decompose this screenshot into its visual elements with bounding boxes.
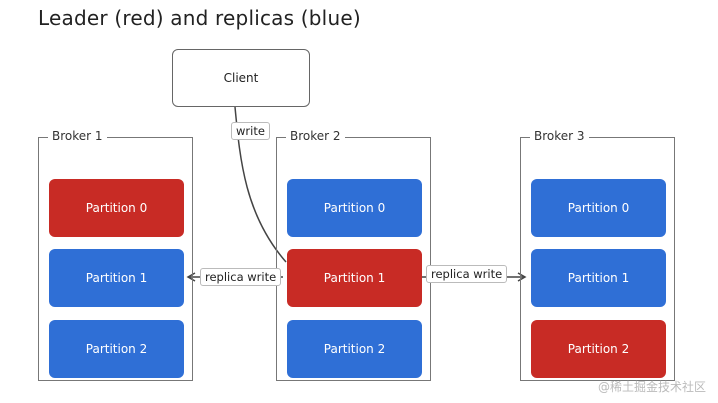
replica-write-right-label: replica write — [426, 265, 508, 283]
broker-2-partition-2: Partition 2 — [287, 320, 422, 378]
broker-3-partition-2: Partition 2 — [531, 320, 666, 378]
client-label: Client — [223, 71, 259, 85]
broker-3-partition-1: Partition 1 — [531, 249, 666, 307]
broker-1-partition-1: Partition 1 — [49, 249, 184, 307]
broker-label: Broker 1 — [48, 129, 107, 143]
broker-3: Broker 3 Partition 0 Partition 1 Partiti… — [520, 129, 675, 381]
broker-2-partition-1: Partition 1 — [287, 249, 422, 307]
write-label: write — [231, 122, 270, 140]
replica-write-left-label: replica write — [200, 268, 282, 286]
broker-2-partition-0: Partition 0 — [287, 179, 422, 237]
diagram-title: Leader (red) and replicas (blue) — [38, 6, 361, 30]
broker-label: Broker 2 — [286, 129, 345, 143]
broker-3-partition-0: Partition 0 — [531, 179, 666, 237]
broker-1-partition-0: Partition 0 — [49, 179, 184, 237]
broker-1-partition-2: Partition 2 — [49, 320, 184, 378]
watermark: @稀土掘金技术社区 — [597, 380, 706, 394]
client-node: Client — [172, 49, 310, 107]
broker-label: Broker 3 — [530, 129, 589, 143]
broker-2: Broker 2 Partition 0 Partition 1 Partiti… — [276, 129, 431, 381]
broker-1: Broker 1 Partition 0 Partition 1 Partiti… — [38, 129, 193, 381]
